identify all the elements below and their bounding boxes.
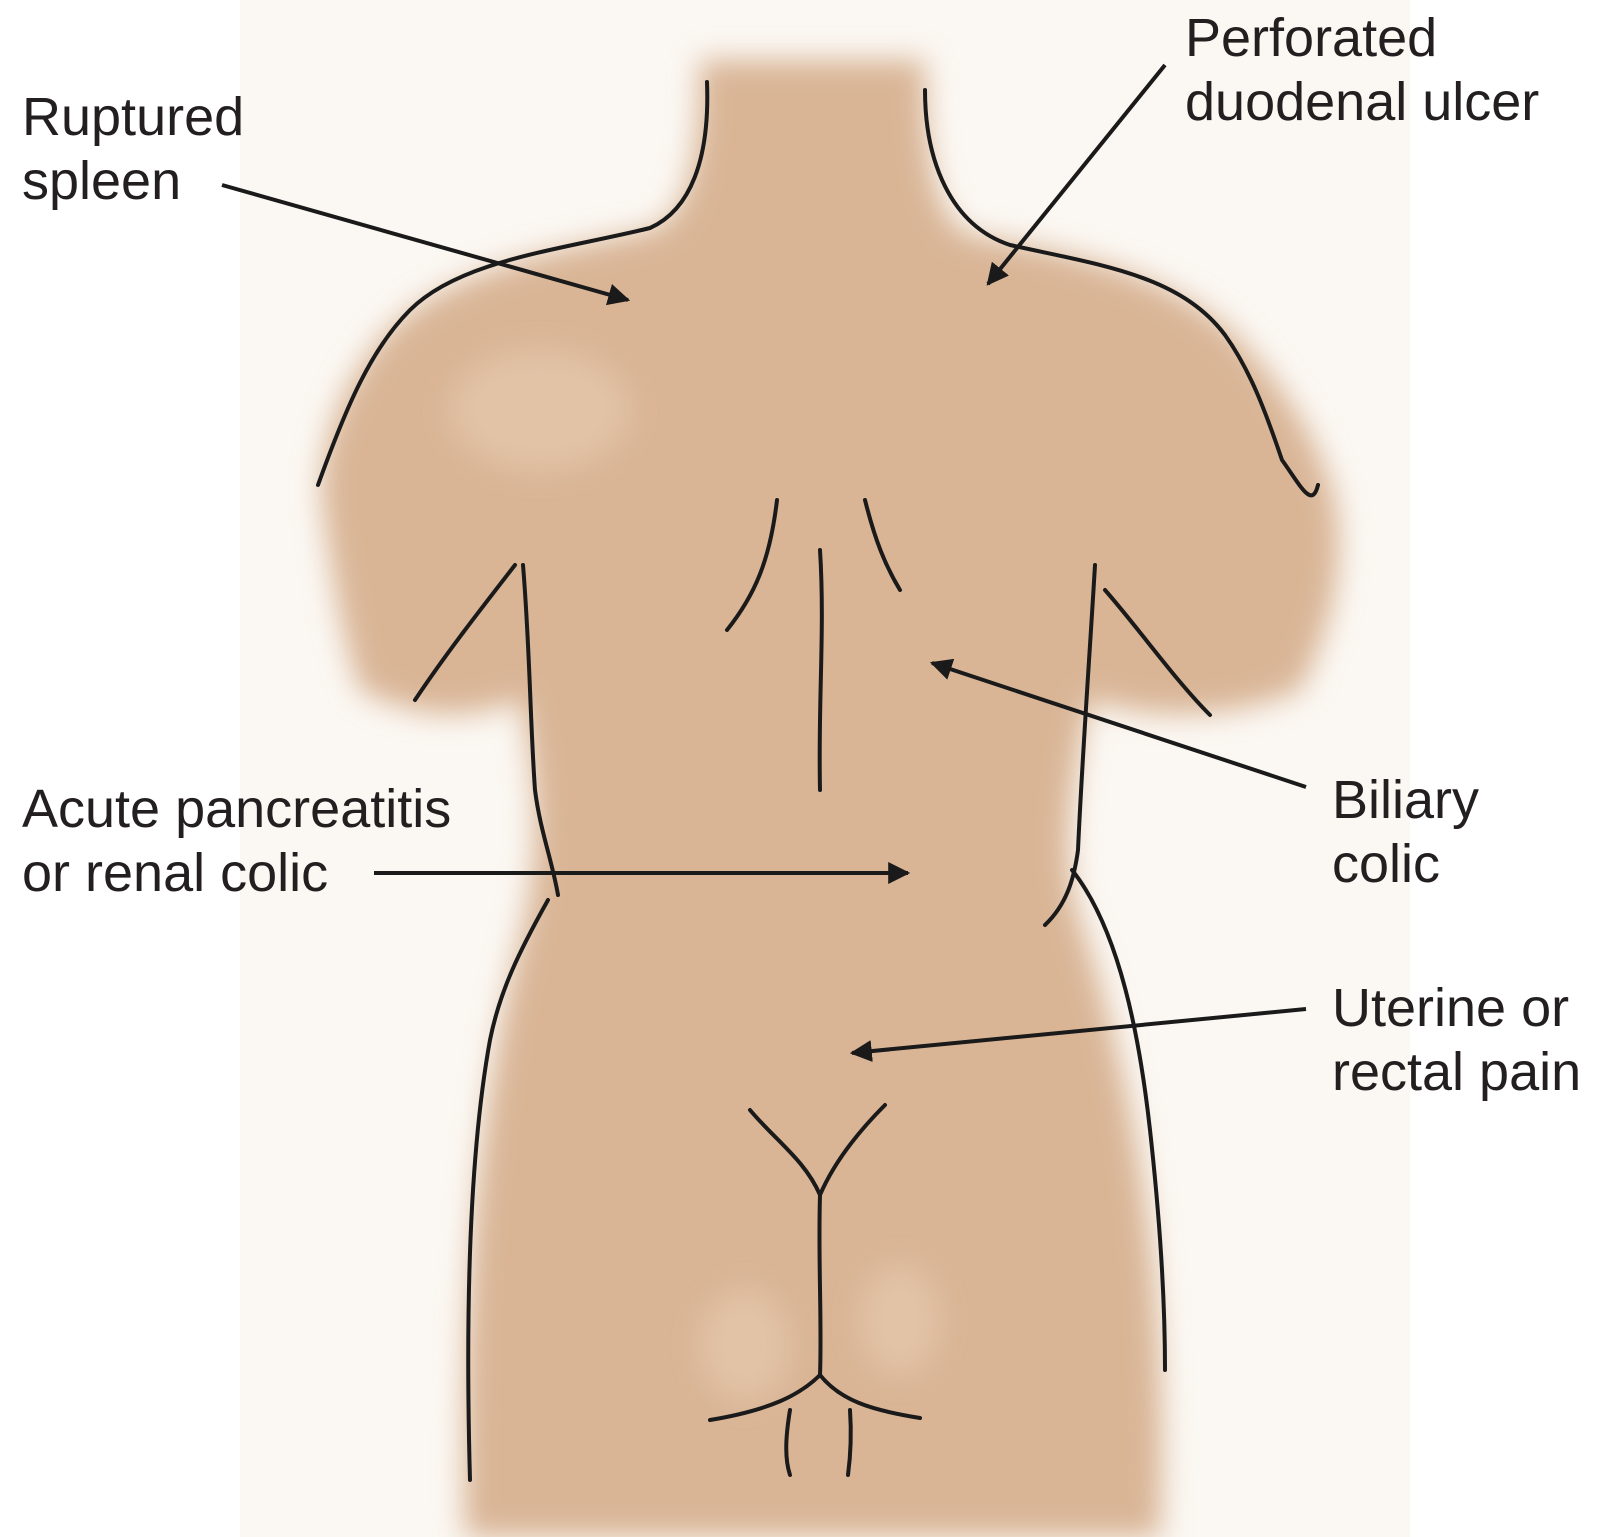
- label-line: spleen: [22, 149, 244, 213]
- label-line: duodenal ulcer: [1185, 70, 1539, 134]
- label-line: or renal colic: [22, 841, 451, 905]
- label-line: Perforated: [1185, 6, 1539, 70]
- label-line: rectal pain: [1332, 1040, 1581, 1104]
- label-perforated-duodenal-ulcer: Perforated duodenal ulcer: [1185, 6, 1539, 134]
- label-line: Ruptured: [22, 85, 244, 149]
- label-biliary-colic: Biliary colic: [1332, 768, 1479, 896]
- label-acute-pancreatitis-or-renal-colic: Acute pancreatitis or renal colic: [22, 777, 451, 905]
- label-line: Biliary: [1332, 768, 1479, 832]
- label-ruptured-spleen: Ruptured spleen: [22, 85, 244, 213]
- label-uterine-or-rectal-pain: Uterine or rectal pain: [1332, 976, 1581, 1104]
- label-line: colic: [1332, 832, 1479, 896]
- label-line: Acute pancreatitis: [22, 777, 451, 841]
- label-line: Uterine or: [1332, 976, 1581, 1040]
